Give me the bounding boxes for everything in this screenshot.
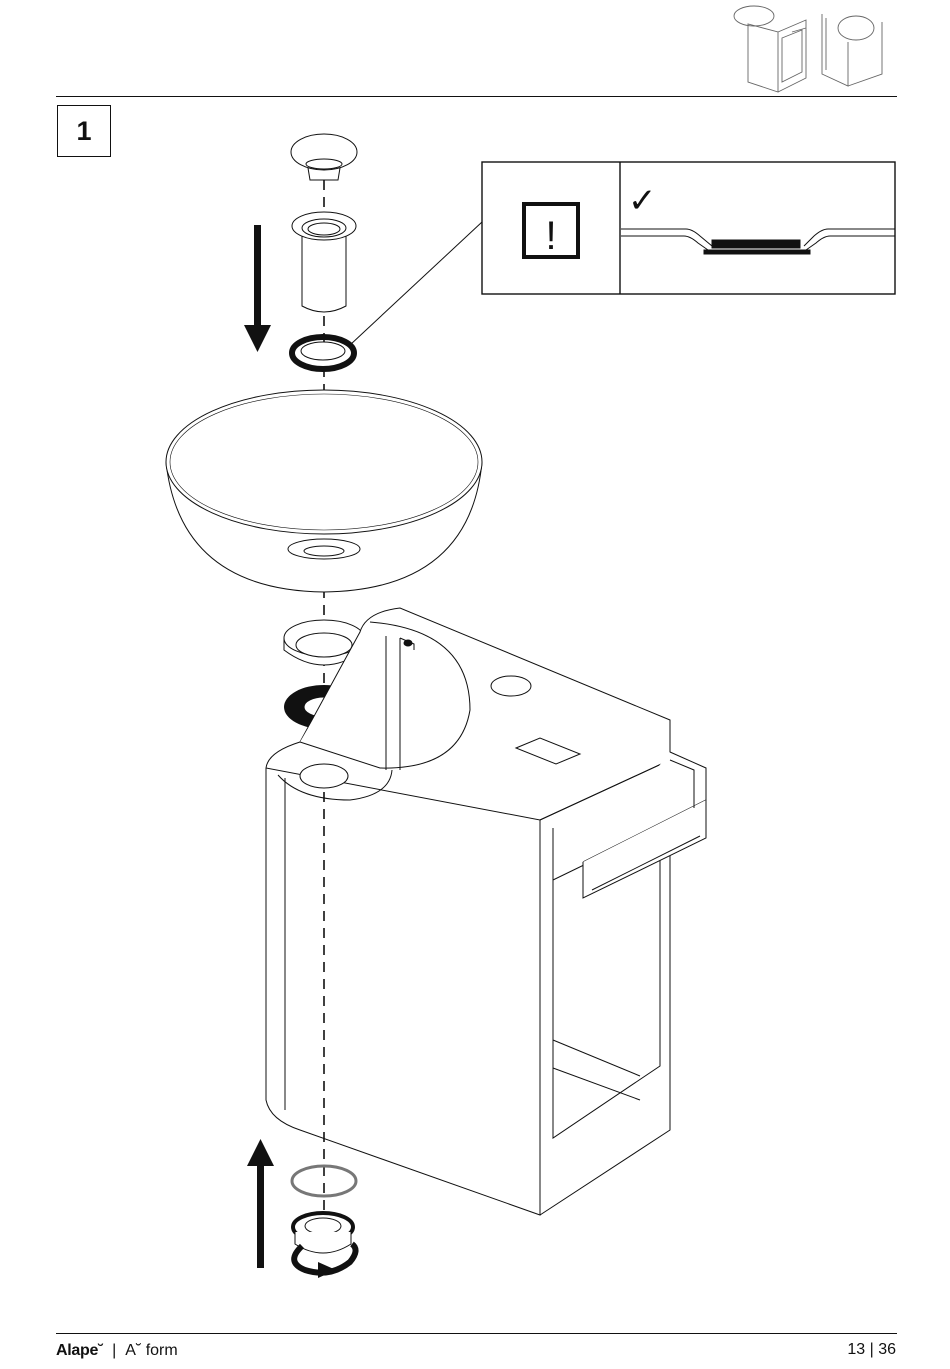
footer-brand: Alape˘ | A˘ form — [56, 1342, 178, 1360]
page-number: 13 | 36 — [847, 1341, 896, 1359]
footer-rule — [56, 1333, 897, 1334]
detail-leader-line — [350, 222, 482, 345]
warning-glyph: ! — [545, 214, 556, 258]
product-name: A˘ form — [125, 1342, 177, 1360]
vanity-cabinet — [266, 608, 706, 1215]
detail-callout: ! ✓ — [482, 162, 895, 294]
rubber-seal-top — [292, 337, 354, 369]
washbasin-bowl — [166, 390, 482, 592]
brand-name: Alape˘ — [56, 1342, 103, 1360]
footer-separator: | — [112, 1342, 116, 1360]
arrow-down-icon — [244, 225, 271, 352]
drain-sleeve — [292, 212, 356, 312]
check-mark-icon: ✓ — [628, 181, 657, 221]
drain-cap — [291, 134, 357, 180]
arrow-up-icon — [247, 1139, 274, 1268]
